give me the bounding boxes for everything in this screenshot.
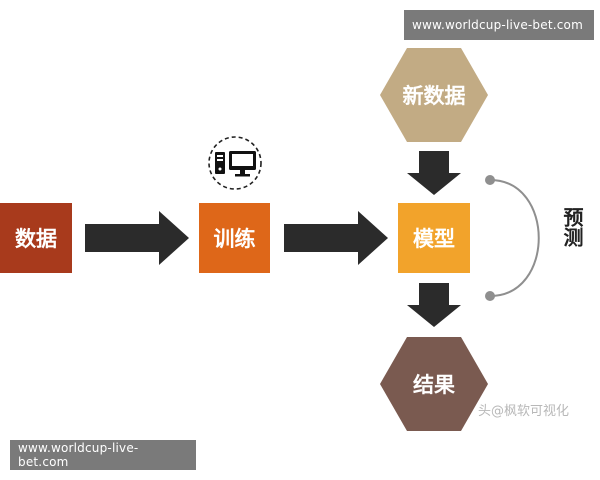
predict-label: 预测 <box>560 207 584 247</box>
arrow-new-data-to-model <box>407 151 461 195</box>
node-result-label: 结果 <box>413 373 455 397</box>
node-train-label: 训练 <box>213 227 256 251</box>
watermark-top: www.worldcup-live-bet.com <box>404 10 594 40</box>
computer-icon <box>208 136 262 190</box>
node-result: 结果 <box>380 337 488 431</box>
predict-bracket-curve <box>485 175 540 301</box>
source-credit: 头@枫软可视化 <box>478 404 570 419</box>
arrow-train-to-model <box>284 211 388 265</box>
watermark-bottom: www.worldcup-live-bet.com <box>10 440 196 470</box>
arrow-model-to-result <box>407 283 461 327</box>
node-data: 数据 <box>0 203 72 273</box>
node-new-data-label: 新数据 <box>402 84 466 108</box>
node-data-label: 数据 <box>15 227 57 251</box>
node-model: 模型 <box>398 203 470 273</box>
node-train: 训练 <box>199 203 270 273</box>
node-new-data: 新数据 <box>380 48 488 142</box>
arrow-data-to-train <box>85 211 189 265</box>
node-model-label: 模型 <box>413 227 455 251</box>
